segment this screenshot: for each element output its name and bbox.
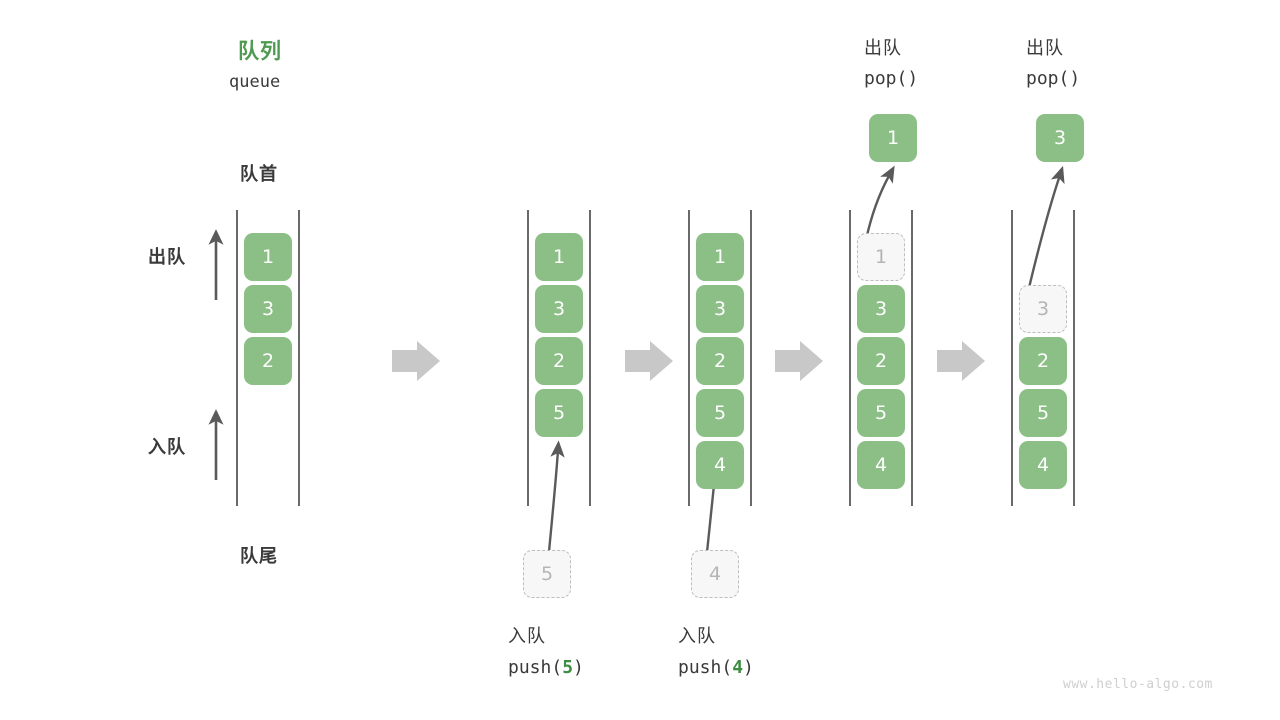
- watermark: www.hello-algo.com: [1063, 677, 1213, 692]
- queue-cell: 1: [535, 233, 583, 281]
- queue-cell: 4: [857, 441, 905, 489]
- pop-op-label-cn: 出队: [864, 38, 902, 59]
- push-source-cell: 4: [691, 550, 739, 598]
- front-label: 队首: [240, 164, 278, 185]
- queue-title-en: queue: [229, 72, 281, 92]
- queue-cell: 3: [857, 285, 905, 333]
- queue-cell: 5: [535, 389, 583, 437]
- pop-op-code-suffix: ): [907, 68, 919, 89]
- queue-cell: 3: [696, 285, 744, 333]
- queue-cell: 5: [1019, 389, 1067, 437]
- queue-cell-removed: 1: [857, 233, 905, 281]
- popped-cell: 1: [869, 114, 917, 162]
- pop-op-code: pop(): [1026, 68, 1080, 89]
- enqueue-label: 入队: [148, 437, 186, 458]
- push-op-label-cn: 入队: [678, 626, 716, 647]
- pop-op-code-prefix: pop(: [1026, 68, 1070, 89]
- queue-cell: 3: [244, 285, 292, 333]
- queue-cell: 2: [535, 337, 583, 385]
- push-op-label-cn: 入队: [508, 626, 546, 647]
- queue-cell: 4: [696, 441, 744, 489]
- push-op-code: push(4): [678, 657, 754, 678]
- queue-cell: 3: [535, 285, 583, 333]
- pop-1-connector: [864, 165, 895, 241]
- queue-cell: 2: [696, 337, 744, 385]
- queue-cell: 1: [696, 233, 744, 281]
- push-op-code-prefix: push(: [508, 657, 563, 678]
- queue-title-cn: 队列: [238, 39, 282, 63]
- pop-op-code: pop(): [864, 68, 918, 89]
- pop-op-code-prefix: pop(: [864, 68, 908, 89]
- push-op-code-prefix: push(: [678, 657, 733, 678]
- queue-cell: 4: [1019, 441, 1067, 489]
- push-op-code-value: 5: [562, 657, 574, 678]
- popped-cell: 3: [1036, 114, 1084, 162]
- flow-arrow-1: [392, 341, 440, 381]
- rear-label: 队尾: [240, 546, 278, 567]
- pop-op-code-suffix: ): [1069, 68, 1081, 89]
- queue-cell: 1: [244, 233, 292, 281]
- flow-arrow-3: [775, 341, 823, 381]
- push-op-code: push(5): [508, 657, 584, 678]
- queue-cell: 2: [857, 337, 905, 385]
- pop-op-label-cn: 出队: [1026, 38, 1064, 59]
- pop-3-connector: [1026, 165, 1065, 293]
- dequeue-label: 出队: [148, 247, 186, 268]
- queue-cell: 2: [244, 337, 292, 385]
- push-source-cell: 5: [523, 550, 571, 598]
- flow-arrow-2: [625, 341, 673, 381]
- flow-arrow-4: [937, 341, 985, 381]
- queue-cell: 2: [1019, 337, 1067, 385]
- push-op-code-value: 4: [732, 657, 744, 678]
- push-op-code-suffix: ): [743, 657, 754, 678]
- queue-cell-removed: 3: [1019, 285, 1067, 333]
- queue-cell: 5: [857, 389, 905, 437]
- push-op-code-suffix: ): [573, 657, 584, 678]
- push-5-connector: [546, 440, 565, 563]
- queue-cell: 5: [696, 389, 744, 437]
